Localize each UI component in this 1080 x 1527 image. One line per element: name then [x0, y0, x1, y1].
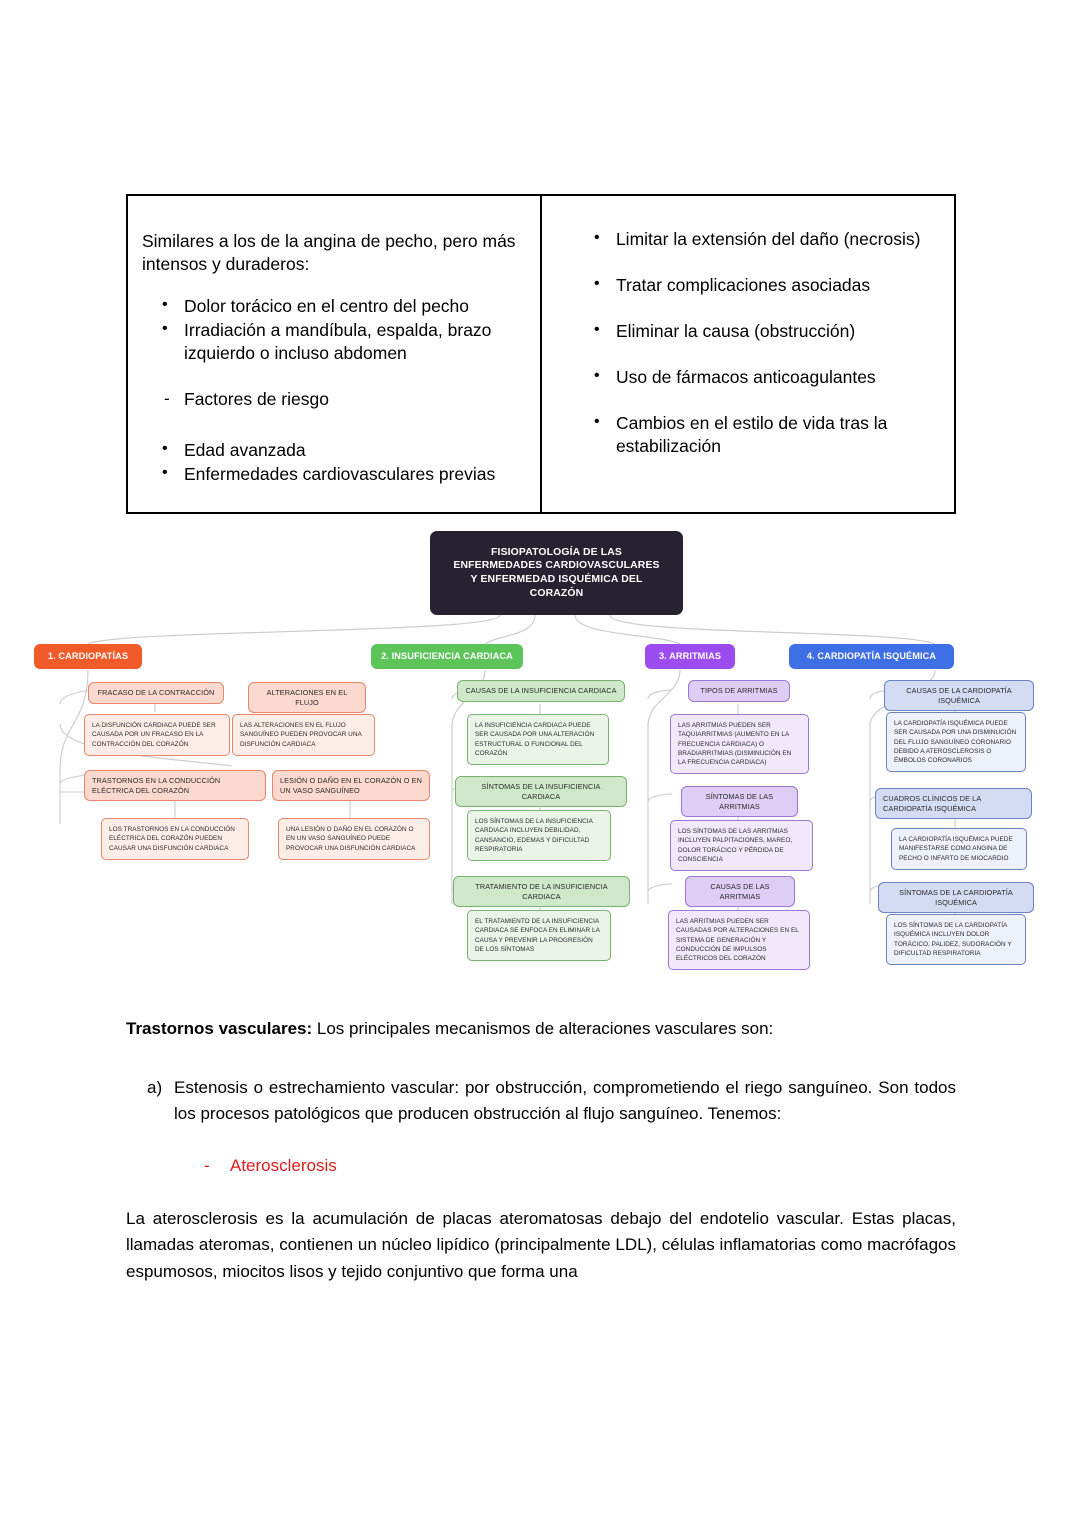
- node-causas-ic-header[interactable]: CAUSAS DE LA INSUFICIENCIA CARDIACA: [457, 680, 625, 702]
- symptoms-treatment-table: Similares a los de la angina de pecho, p…: [126, 194, 956, 514]
- mindmap-diagram: FISIOPATOLOGÍA DE LAS ENFERMEDADES CARDI…: [0, 524, 1080, 994]
- node-alteraciones-flujo-header[interactable]: ALTERACIONES EN EL FLUJO: [248, 682, 366, 714]
- node-tipos-arritmias-body[interactable]: LAS ARRITMIAS PUEDEN SER TAQUIARRITMIAS …: [670, 714, 809, 775]
- node-causas-arritmias-body[interactable]: LAS ARRITMIAS PUEDEN SER CAUSADAS POR AL…: [668, 910, 810, 971]
- list-item: Tratar complicaciones asociadas: [572, 273, 932, 297]
- node-causas-ci-body[interactable]: LA CARDIOPATÍA ISQUÉMICA PUEDE SER CAUSA…: [886, 712, 1026, 773]
- ordered-list-alpha: a) Estenosis o estrechamiento vascular: p…: [126, 1075, 956, 1128]
- list-item: Eliminar la causa (obstrucción): [572, 319, 932, 343]
- list-item: Factores de riesgo: [142, 388, 518, 411]
- list-item: Dolor torácico en el centro del pecho: [142, 294, 518, 318]
- symptoms-bullet-list-1: Dolor torácico en el centro del pecho Ir…: [142, 294, 518, 366]
- symptoms-intro-text: Similares a los de la angina de pecho, p…: [142, 231, 516, 275]
- mindmap-title-line-1: FISIOPATOLOGÍA DE LAS: [491, 546, 622, 558]
- node-tipos-arritmias-header[interactable]: TIPOS DE ARRITMIAS: [688, 680, 790, 702]
- mindmap-title: FISIOPATOLOGÍA DE LAS ENFERMEDADES CARDI…: [430, 531, 683, 615]
- dash-marker: -: [204, 1155, 210, 1175]
- node-sintomas-arritmias-header[interactable]: SÍNTOMAS DE LAS ARRITMIAS: [681, 786, 798, 818]
- aterosclerosis-paragraph: La aterosclerosis es la acumulación de p…: [126, 1208, 956, 1282]
- list-item: Irradiación a mandíbula, espalda, brazo …: [142, 318, 518, 366]
- node-fracaso-contraccion-body[interactable]: LA DISFUNCIÓN CARDIACA PUEDE SER CAUSADA…: [84, 714, 230, 756]
- spacer: [142, 413, 518, 439]
- mindmap-category-insuficiencia-cardiaca[interactable]: 2. INSUFICIENCIA CARDIACA: [371, 644, 523, 669]
- node-alteraciones-flujo-body[interactable]: LAS ALTERACIONES EN EL FLUJO SANGUÍNEO P…: [232, 714, 375, 756]
- mindmap-category-cardiopatia-isquemica[interactable]: 4. CARDIOPATÍA ISQUÉMICA: [789, 644, 954, 669]
- trastornos-vasculares-lead: Trastornos vasculares: Los principales m…: [126, 1018, 956, 1041]
- table-cell-symptoms: Similares a los de la angina de pecho, p…: [128, 196, 542, 512]
- list-item-a: a) Estenosis o estrechamiento vascular: p…: [147, 1075, 956, 1128]
- node-sintomas-ci-header[interactable]: SÍNTOMAS DE LA CARDIOPATÍA ISQUÉMICA: [878, 882, 1034, 914]
- node-sintomas-ic-body[interactable]: LOS SÍNTOMAS DE LA INSUFICIENCIA CARDIAC…: [467, 810, 611, 862]
- node-causas-ci-header[interactable]: CAUSAS DE LA CARDIOPATÍA ISQUÉMICA: [884, 680, 1034, 712]
- mindmap-title-line-2: ENFERMEDADES CARDIOVASCULARES: [453, 560, 660, 572]
- node-fracaso-contraccion-header[interactable]: FRACASO DE LA CONTRACCIÓN: [88, 682, 224, 704]
- bottom-text-section: Trastornos vasculares: Los principales m…: [126, 1018, 956, 1286]
- mindmap-category-arritmias[interactable]: 3. ARRITMIAS: [645, 644, 735, 669]
- list-item-a-text: Estenosis o estrechamiento vascular: por…: [174, 1077, 956, 1124]
- mindmap-title-line-3: Y ENFERMEDAD ISQUÉMICA DEL: [470, 574, 643, 585]
- node-cuadros-clinicos-ci-body[interactable]: LA CARDIOPATÍA ISQUÉMICA PUEDE MANIFESTA…: [891, 828, 1027, 870]
- node-cuadros-clinicos-ci-header[interactable]: CUADROS CLÍNICOS DE LA CARDIOPATÍA ISQUÉ…: [875, 788, 1032, 820]
- aterosclerosis-label: Aterosclerosis: [230, 1155, 337, 1175]
- node-sintomas-ic-header[interactable]: SÍNTOMAS DE LA INSUFICIENCIA CARDIACA: [455, 776, 627, 808]
- table-cell-treatment: Limitar la extensión del daño (necrosis)…: [542, 196, 954, 512]
- lead-rest-text: Los principales mecanismos de alteracion…: [312, 1019, 774, 1038]
- list-item: Edad avanzada: [142, 438, 518, 462]
- node-causas-ic-body[interactable]: LA INSUFICIENCIA CARDIACA PUEDE SER CAUS…: [467, 714, 609, 766]
- node-lesion-dano-header[interactable]: LESIÓN O DAÑO EN EL CORAZÓN O EN UN VASO…: [272, 770, 430, 802]
- list-item: Enfermedades cardiovasculares previas: [142, 462, 518, 486]
- mindmap-category-cardiopatias[interactable]: 1. CARDIOPATÍAS: [34, 644, 142, 669]
- node-trastornos-conduccion-body[interactable]: LOS TRASTORNOS EN LA CONDUCCIÓN ELÉCTRIC…: [101, 818, 249, 860]
- node-sintomas-arritmias-body[interactable]: LOS SÍNTOMAS DE LAS ARRITMIAS INCLUYEN P…: [670, 820, 813, 872]
- node-trastornos-conduccion-header[interactable]: TRASTORNOS EN LA CONDUCCIÓN ELÉCTRICA DE…: [84, 770, 266, 802]
- node-lesion-dano-body[interactable]: UNA LESIÓN O DAÑO EN EL CORAZÓN O EN UN …: [278, 818, 430, 860]
- list-item: Cambios en el estilo de vida tras la est…: [572, 411, 932, 458]
- sub-dash-item-aterosclerosis: -Aterosclerosis: [126, 1156, 956, 1176]
- node-tratamiento-ic-header[interactable]: TRATAMIENTO DE LA INSUFICIENCIA CARDIACA: [453, 876, 630, 908]
- list-item: Uso de fármacos anticoagulantes: [572, 365, 932, 389]
- node-sintomas-ci-body[interactable]: LOS SÍNTOMAS DE LA CARDIOPATÍA ISQUÉMICA…: [886, 914, 1026, 966]
- spacer: [142, 366, 518, 388]
- node-tratamiento-ic-body[interactable]: EL TRATAMIENTO DE LA INSUFICIENCIA CARDI…: [467, 910, 611, 962]
- risk-factors-dash-list: Factores de riesgo: [142, 388, 518, 411]
- mindmap-title-line-4: CORAZÓN: [529, 587, 584, 599]
- node-causas-arritmias-header[interactable]: CAUSAS DE LAS ARRITMIAS: [685, 876, 795, 908]
- symptoms-bullet-list-2: Edad avanzada Enfermedades cardiovascula…: [142, 438, 518, 487]
- list-item: Limitar la extensión del daño (necrosis): [572, 227, 932, 251]
- list-marker-a: a): [147, 1077, 163, 1097]
- lead-bold-label: Trastornos vasculares:: [126, 1019, 313, 1038]
- treatment-bullet-list: Limitar la extensión del daño (necrosis)…: [572, 227, 932, 459]
